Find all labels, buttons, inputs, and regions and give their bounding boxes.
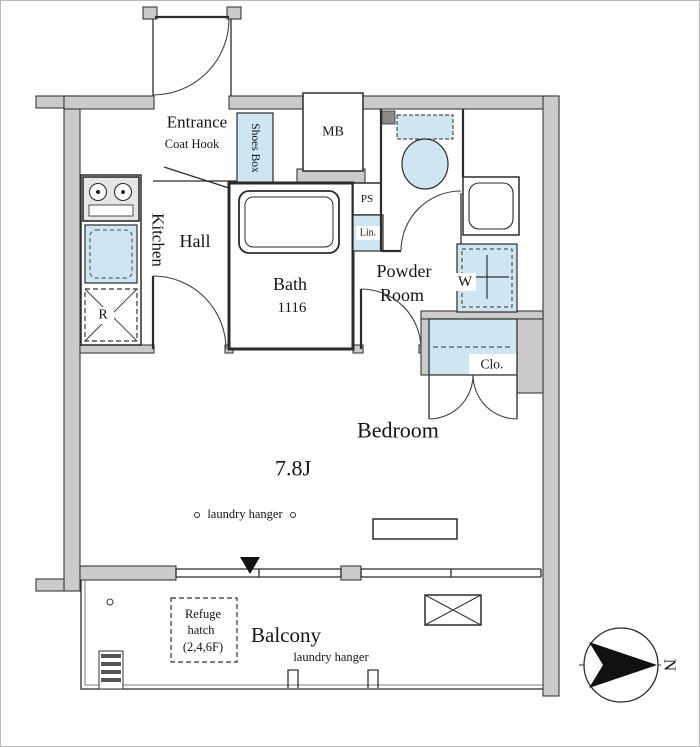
refuge-hatch-box [170, 597, 238, 663]
laundry-hanger-marks-bedroom [194, 512, 296, 518]
kitchen-label: Kitchen [149, 213, 168, 267]
entry-direction-marker [240, 557, 260, 574]
powder-room-door [359, 288, 422, 350]
washer-label: W [458, 274, 473, 290]
toilet-door-swing-arc [400, 190, 462, 252]
fridge-label: R [98, 308, 108, 323]
powder-room-label-line1: Powder [377, 261, 432, 281]
vanity-sink-icon [462, 176, 520, 236]
shoes-box-label: Shoes Box [249, 123, 261, 173]
balcony-label: Balcony [251, 623, 321, 647]
balcony-railing [80, 580, 543, 690]
north-label: N [661, 659, 680, 671]
closet-right-door-arc [472, 374, 518, 420]
hall-bedroom-door [151, 275, 227, 350]
north-compass: N [579, 627, 680, 703]
shoes-box [236, 112, 274, 184]
powder-door-swing-arc [360, 288, 422, 350]
ac-unit-icon [424, 594, 482, 626]
toilet-room [379, 109, 465, 253]
closet [428, 318, 518, 420]
bedroom-label: Bedroom [357, 418, 439, 443]
coat-hook-bar [163, 166, 233, 190]
entrance-label: Entrance [167, 113, 227, 132]
closet-left-door-arc [428, 374, 474, 420]
refuge-hatch-label-line2: hatch [187, 623, 215, 637]
refuge-hatch-label-line3: (2,4,6F) [183, 640, 223, 654]
meter-box [302, 92, 364, 172]
linen-label: Lin. [360, 228, 376, 239]
bedroom-size-label: 7.8J [275, 456, 312, 481]
powder-room-label-line2: Room [380, 285, 424, 305]
front-door-swing-arc [152, 18, 230, 96]
linen-shelf [352, 214, 384, 252]
meter-box-label: MB [322, 125, 344, 140]
refrigerator-space-icon [84, 288, 138, 342]
closet-label: Clo. [481, 357, 504, 372]
entrance-corridor [152, 15, 237, 190]
refuge-hatch-label-line1: Refuge [185, 607, 222, 621]
sliding-windows [175, 557, 542, 578]
balcony-partition [98, 650, 124, 690]
hall-label: Hall [180, 231, 211, 251]
bedroom-laundry-hanger-label: laundry hanger [207, 507, 283, 521]
room-labels: Entrance Coat Hook Shoes Box MB Kitchen … [98, 113, 503, 665]
washing-machine-icon [455, 243, 518, 313]
coat-hook-label: Coat Hook [165, 137, 220, 151]
bath-size-label: 1116 [278, 300, 307, 316]
bathroom [227, 181, 355, 351]
bath-label: Bath [273, 274, 307, 294]
kitchen-counter [80, 174, 142, 346]
bedroom-counter [372, 518, 458, 540]
balcony-laundry-hanger-label: laundry hanger [293, 650, 369, 664]
toilet-icon [381, 110, 454, 190]
stove-icon [82, 176, 140, 222]
bathtub-icon [238, 190, 340, 254]
north-arrow-icon [589, 642, 657, 688]
balcony [80, 580, 543, 690]
hall-door-swing-arc [152, 275, 227, 350]
kitchen-sink-icon [84, 224, 138, 284]
pipe-space-label: PS [361, 193, 373, 205]
drain-mark [106, 598, 114, 606]
laundry-hanger-brackets-balcony [287, 669, 379, 688]
